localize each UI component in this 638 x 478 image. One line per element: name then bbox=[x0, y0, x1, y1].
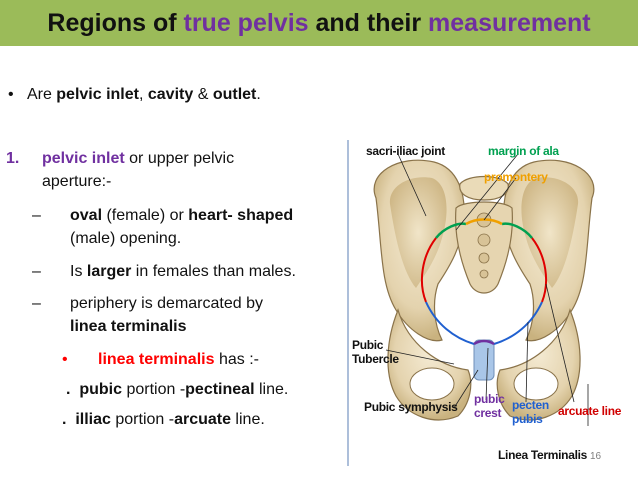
subsub-bullet: • bbox=[62, 351, 68, 368]
pubic-bold: pubic bbox=[79, 381, 123, 398]
bullet-regions-comma: , bbox=[138, 86, 148, 103]
bullet-regions-inlet: pelvic inlet bbox=[56, 86, 139, 103]
sub-2-pre: Is bbox=[70, 263, 87, 280]
bullet-regions-cavity: cavity bbox=[147, 86, 194, 103]
pelvis-figure: sacri-iliac joint margin of ala promonte… bbox=[338, 134, 630, 472]
label-arcuate-line: arcuate line bbox=[558, 404, 622, 418]
iliac-mid: portion - bbox=[110, 411, 175, 428]
iliac-bold: illiac bbox=[75, 411, 111, 428]
iliac-arcuate: arcuate bbox=[174, 411, 231, 428]
iliac-end: line. bbox=[230, 411, 265, 428]
label-pubic-crest-1: pubic bbox=[474, 392, 505, 406]
sub-1-oval: oval bbox=[70, 207, 103, 224]
page-number: 16 bbox=[590, 451, 602, 462]
pubic-dot: . bbox=[66, 381, 71, 398]
label-pubic-crest-2: crest bbox=[474, 406, 502, 420]
item-1-number: 1. bbox=[6, 150, 19, 168]
title-highlight-true-pelvis: true pelvis bbox=[183, 8, 309, 37]
sub-3-linea: linea terminalis bbox=[70, 318, 187, 335]
bullet-regions-end: . bbox=[256, 86, 261, 103]
title-bar: Regions of true pelvis and their measure… bbox=[0, 0, 638, 46]
bullet-regions-prefix: Are bbox=[26, 86, 57, 103]
item-1-line-2: aperture:- bbox=[42, 173, 112, 190]
pelvis-illustration bbox=[347, 140, 595, 466]
sub-3-line-1: periphery is demarcated by bbox=[70, 295, 263, 312]
item-1-title: pelvic inlet bbox=[42, 150, 125, 167]
subsub-rest: has :- bbox=[214, 351, 259, 368]
sub-1-line-2: (male) opening. bbox=[70, 230, 182, 247]
pubic-end: line. bbox=[254, 381, 289, 398]
title-part-3: and their bbox=[308, 8, 429, 37]
sub-3-dash: – bbox=[32, 295, 41, 312]
label-pubic-symphysis: Pubic symphysis bbox=[364, 400, 458, 414]
title-highlight-measurement: measurement bbox=[428, 8, 591, 37]
label-pubic-tubercle-1: Pubic bbox=[352, 338, 384, 352]
pubic-pectineal: pectineal bbox=[185, 381, 255, 398]
sub-2-dash: – bbox=[32, 263, 41, 280]
title-part-1: Regions of bbox=[47, 8, 184, 37]
iliac-portion-line: . illiac portion -arcuate line. bbox=[62, 411, 265, 429]
label-linea-terminalis: Linea Terminalis bbox=[498, 448, 588, 462]
item-1-line-1: pelvic inlet or upper pelvic bbox=[42, 150, 234, 168]
label-pecten-1: pecten bbox=[512, 398, 549, 412]
label-pubic-tubercle-2: Tubercle bbox=[352, 352, 399, 366]
sub-1-heart: heart- shaped bbox=[188, 207, 294, 224]
label-margin-of-ala: margin of ala bbox=[488, 144, 559, 158]
sub-2-line: Is larger in females than males. bbox=[70, 263, 296, 281]
sub-2-larger: larger bbox=[86, 263, 132, 280]
label-sacroiliac-joint: sacri-iliac joint bbox=[366, 144, 445, 158]
item-1-rest: or upper pelvic bbox=[124, 150, 235, 167]
item-1-number-text: 1. bbox=[6, 150, 20, 167]
sub-1-mid: (female) or bbox=[102, 207, 189, 224]
slide-title: Regions of true pelvis and their measure… bbox=[47, 9, 590, 38]
sub-2-post: in females than males. bbox=[131, 263, 296, 280]
sub-3-line-2: linea terminalis bbox=[70, 318, 187, 336]
subsub-line: linea terminalis has :- bbox=[98, 351, 259, 369]
sub-1-dash: – bbox=[32, 207, 41, 224]
pubic-mid: portion - bbox=[122, 381, 186, 398]
bullet-regions: • Are pelvic inlet, cavity & outlet. bbox=[8, 86, 261, 103]
sub-1-line-1: oval (female) or heart- shaped bbox=[70, 207, 293, 225]
bullet-regions-outlet: outlet bbox=[212, 86, 257, 103]
label-pecten-2: pubis bbox=[512, 412, 543, 426]
label-promontery: promontery bbox=[484, 170, 548, 184]
bullet-regions-amp: & bbox=[193, 86, 213, 103]
iliac-dot: . bbox=[62, 411, 67, 428]
pubic-portion-line: . pubic portion -pectineal line. bbox=[66, 381, 288, 399]
subsub-term: linea terminalis bbox=[98, 351, 215, 368]
